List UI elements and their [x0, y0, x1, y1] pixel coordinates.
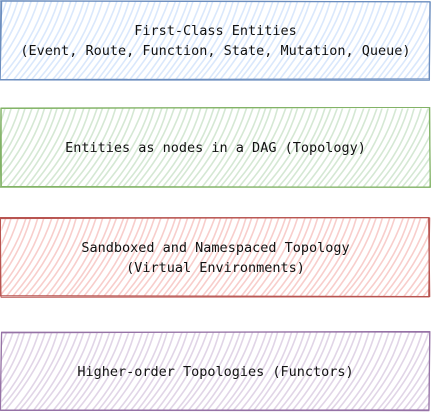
entities-dag-box: Entities as nodes in a DAG (Topology): [0, 107, 431, 188]
box-sketch-background: [0, 217, 431, 298]
box-label-line-1: First-Class Entities: [134, 22, 297, 39]
first-class-entities-box: First-Class Entities (Event, Route, Func…: [0, 0, 431, 81]
sandboxed-topology-box: Sandboxed and Namespaced Topology (Virtu…: [0, 217, 431, 298]
box-label-line-2: (Event, Route, Function, State, Mutation…: [20, 42, 411, 59]
box-label-line-1: Higher-order Topologies (Functors): [77, 363, 354, 380]
box-label-line-1: Entities as nodes in a DAG (Topology): [65, 139, 366, 156]
higher-order-topologies-box: Higher-order Topologies (Functors): [0, 331, 431, 412]
box-sketch-background: [0, 331, 431, 412]
box-label-line-1: Sandboxed and Namespaced Topology: [81, 239, 350, 256]
box-sketch-background: [0, 107, 431, 188]
box-sketch-background: [0, 0, 431, 81]
box-label-line-2: (Virtual Environments): [126, 259, 305, 276]
